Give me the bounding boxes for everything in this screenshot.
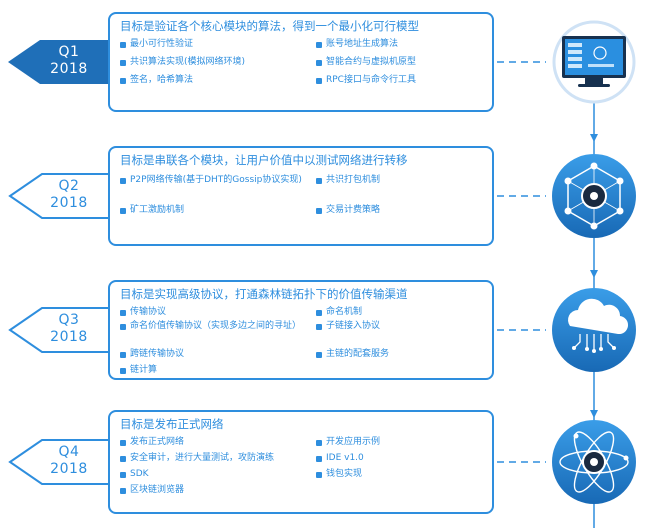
milestone-item: 签名，哈希算法 bbox=[120, 75, 304, 86]
cloud-circuit-icon bbox=[552, 288, 636, 372]
milestone-item: 智能合约与虚拟机原型 bbox=[316, 57, 484, 68]
milestone-item: 区块链浏览器 bbox=[120, 485, 304, 496]
milestone-item: 链计算 bbox=[120, 365, 304, 376]
quarter-box-q2: 目标是串联各个模块，让用户价值中以测试网络进行转移 P2P网络传输(基于DHT的… bbox=[108, 146, 494, 246]
quarter-label: Q4 bbox=[58, 444, 80, 460]
milestone-item: 钱包实现 bbox=[316, 469, 484, 480]
milestone-item: 开发应用示例 bbox=[316, 437, 484, 448]
quarter-goal: 目标是验证各个核心模块的算法，得到一个最小化可行模型 bbox=[120, 19, 419, 33]
quarter-tag-q4: Q4 2018 bbox=[28, 444, 110, 478]
computer-monitor-icon bbox=[552, 20, 636, 104]
quarter-goal: 目标是发布正式网络 bbox=[120, 417, 224, 431]
quarter-box-q4: 目标是发布正式网络 发布正式网络 开发应用示例 安全审计，进行大量测试，攻防演练… bbox=[108, 410, 494, 514]
quarter-label: Q2 bbox=[58, 178, 80, 194]
quarter-year: 2018 bbox=[50, 329, 88, 345]
milestone-item: 子链接入协议 bbox=[316, 321, 484, 332]
quarter-tag-q1: Q1 2018 bbox=[28, 44, 110, 78]
milestone-item: 传输协议 bbox=[120, 307, 304, 318]
milestone-item: P2P网络传输(基于DHT的Gossip协议实现) bbox=[120, 175, 304, 186]
quarter-tag-q2: Q2 2018 bbox=[28, 178, 110, 212]
quarter-year: 2018 bbox=[50, 195, 88, 211]
quarter-box-q3: 目标是实现高级协议，打通森林链拓扑下的价值传输渠道 传输协议 命名机制 命名价值… bbox=[108, 280, 494, 380]
quarter-goal: 目标是串联各个模块，让用户价值中以测试网络进行转移 bbox=[120, 153, 408, 167]
timeline-arrow-icon bbox=[590, 410, 598, 418]
milestone-item: IDE v1.0 bbox=[316, 453, 484, 464]
milestone-item: 交易计费策略 bbox=[316, 205, 484, 216]
milestone-item: 发布正式网络 bbox=[120, 437, 304, 448]
quarter-tag-q3: Q3 2018 bbox=[28, 312, 110, 346]
timeline-arrow-icon bbox=[590, 270, 598, 278]
milestone-item: 命名价值传输协议（实现多边之间的寻址） bbox=[120, 321, 304, 332]
tag-shape-q1 bbox=[8, 40, 112, 84]
milestone-item: 共识算法实现(模拟网络环境) bbox=[120, 57, 304, 68]
milestone-item: RPC接口与命令行工具 bbox=[316, 75, 484, 86]
milestone-item: 账号地址生成算法 bbox=[316, 39, 484, 50]
milestone-item: 矿工激励机制 bbox=[120, 205, 304, 216]
milestone-item: 主链的配套服务 bbox=[316, 349, 484, 360]
milestone-item: 安全审计，进行大量测试，攻防演练 bbox=[120, 453, 304, 464]
milestone-item: 跨链传输协议 bbox=[120, 349, 304, 360]
quarter-box-q1: 目标是验证各个核心模块的算法，得到一个最小化可行模型 最小可行性验证 账号地址生… bbox=[108, 12, 494, 112]
network-hexagon-icon bbox=[552, 154, 636, 238]
quarter-year: 2018 bbox=[50, 61, 88, 77]
milestone-item: 命名机制 bbox=[316, 307, 484, 318]
quarter-year: 2018 bbox=[50, 461, 88, 477]
timeline-arrow-icon bbox=[590, 134, 598, 142]
milestone-item: SDK bbox=[120, 469, 304, 480]
quarter-goal: 目标是实现高级协议，打通森林链拓扑下的价值传输渠道 bbox=[120, 287, 408, 301]
quarter-label: Q1 bbox=[58, 44, 80, 60]
milestone-item: 最小可行性验证 bbox=[120, 39, 304, 50]
quarter-label: Q3 bbox=[58, 312, 80, 328]
milestone-item: 共识打包机制 bbox=[316, 175, 484, 186]
atom-orbit-icon bbox=[552, 420, 636, 504]
